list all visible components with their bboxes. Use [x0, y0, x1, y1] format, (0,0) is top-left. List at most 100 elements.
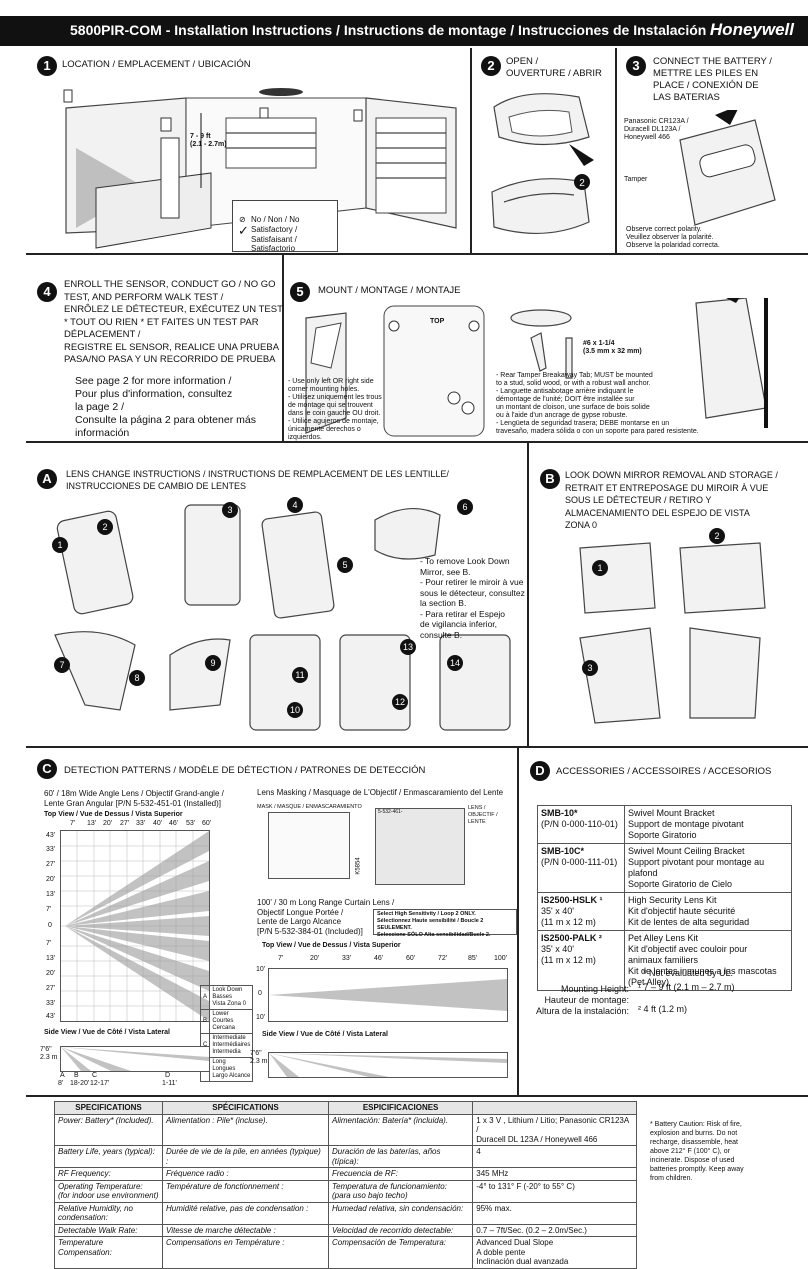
tick-label: 13' — [87, 820, 97, 827]
section-2-title: OPEN / OUVERTURE / ABRIR — [506, 56, 602, 79]
tick-label: 33' — [46, 1000, 56, 1007]
section-3-title: CONNECT THE BATTERY / METTRE LES PILES E… — [653, 56, 772, 103]
table-row: Temperature Compensation:Compensations e… — [54, 1236, 637, 1269]
side-mark-b: B — [74, 1072, 79, 1079]
tick-label: 20' — [46, 876, 56, 883]
side-val: 18-20' — [70, 1080, 90, 1087]
divider — [26, 746, 808, 748]
spec-cell: RF Frequency: — [54, 1167, 163, 1181]
tick-label: 7' — [46, 940, 52, 947]
spec-cell: Operating Temperature: (for indoor use e… — [54, 1179, 163, 1203]
spec-cell: Temperatura de funcionamiento: (para uso… — [327, 1179, 474, 1203]
spec-cell: Duración de las baterías, años (típica): — [327, 1145, 474, 1168]
table-row: Relative Humidity, no condensation:Humid… — [54, 1201, 637, 1225]
side-val: 8' — [58, 1080, 64, 1087]
side-mark-d: D — [165, 1072, 171, 1079]
tick-label: 53' — [186, 820, 196, 827]
side-mark-a: A — [60, 1072, 65, 1079]
svg-text:3: 3 — [587, 663, 592, 673]
section-a-title: LENS CHANGE INSTRUCTIONS / INSTRUCTIONS … — [66, 469, 449, 491]
spec-cell: 95% max. — [472, 1201, 637, 1225]
svg-text:11: 11 — [295, 670, 304, 680]
divider — [517, 748, 519, 1095]
side-height-label: 7'6" 2.3 m — [40, 1046, 58, 1061]
tick-label: 27' — [46, 861, 56, 868]
spec-cell: Humedad relativa, sin condensación: — [327, 1201, 474, 1225]
svg-text:7: 7 — [59, 660, 64, 670]
legend-satisfactory: Satisfactory / Satisfaisant / Satisfacto… — [251, 225, 298, 253]
side-view-label: Side View / Vue de Côté / Vista Lateral — [44, 1029, 170, 1036]
see-page-2-note: See page 2 for more information / Pour p… — [75, 375, 256, 439]
brand-logo: Honeywell — [709, 20, 794, 39]
curtain-top-view-label: Top View / Vue de Dessus / Vista Superio… — [262, 942, 401, 949]
section-1-title: LOCATION / EMPLACEMENT / UBICACIÓN — [62, 59, 251, 70]
svg-text:9: 9 — [210, 658, 215, 668]
svg-text:5: 5 — [342, 560, 347, 570]
section-badge-b: B — [540, 469, 560, 489]
tick-label: 10' — [256, 1014, 266, 1021]
tick-label: 7' — [46, 906, 52, 913]
top-marker: TOP — [430, 318, 445, 325]
spec-cell: 345 MHz — [472, 1167, 637, 1181]
tick-label: 27' — [46, 985, 56, 992]
svg-text:12: 12 — [395, 697, 405, 707]
side-val: 12-17' — [90, 1080, 110, 1087]
top-view-label: Top View / Vue de Dessus / Vista Superio… — [44, 811, 183, 818]
spec-cell: Detectable Walk Rate: — [54, 1223, 163, 1237]
mirror-removal-illustration: 1 2 3 — [579, 528, 766, 724]
side-height-label: 7'6" 2.3 m — [250, 1050, 268, 1065]
lens-change-illustration: 1 2 3 4 5 6 7 8 9 10 11 12 13 14 — [52, 497, 511, 731]
accessory-name: IS2500-HSLK ¹ — [541, 895, 603, 905]
spec-header — [472, 1101, 637, 1115]
tick-label: 43' — [46, 832, 56, 839]
sensitivity-text: Select High Sensitivity / Loop 2 ONLY. S… — [377, 911, 491, 938]
tick-label: 0 — [258, 990, 262, 997]
svg-text:1: 1 — [597, 563, 602, 573]
lens-diagram — [375, 808, 465, 885]
mounting-holes-note: - Use only left OR right side corner mou… — [288, 378, 382, 441]
mask-label: MASK / MASQUE / ENMASCARAMIENTO — [257, 804, 362, 810]
section-b-title: LOOK DOWN MIRROR REMOVAL AND STORAGE / R… — [565, 470, 778, 530]
legend-key: A — [199, 985, 211, 1010]
legend-value: Long Longues Largo Alcance — [209, 1057, 254, 1082]
svg-text:2: 2 — [714, 531, 719, 541]
table-row: Operating Temperature: (for indoor use e… — [54, 1179, 637, 1203]
mounting-height-label: Mounting Height: Hauteur de montage: Alt… — [535, 984, 629, 1016]
wide-side-pattern — [60, 1046, 210, 1072]
table-row: Detectable Walk Rate:Vitesse de marche d… — [54, 1223, 637, 1237]
accessory-desc: Swivel Mount Ceiling Bracket Support piv… — [624, 843, 792, 893]
section-c-title: DETECTION PATTERNS / MODÈLE DE DÉTECTION… — [64, 765, 426, 776]
svg-text:2: 2 — [579, 178, 585, 189]
specifications-table: SPECIFICATIONS SPÉCIFICATIONS ESPICIFICA… — [54, 1101, 637, 1269]
step-badge-5: 5 — [290, 282, 310, 302]
spec-cell: Humidité relative, pas de condensation : — [162, 1201, 329, 1225]
spec-cell: 0.7 – 7ft/Sec. (0.2 – 2.0m/Sec.) — [472, 1223, 637, 1237]
open-sensor-illustration: 2 — [491, 93, 594, 234]
legend-value: Look Down Basses Vista Zona 0 — [209, 985, 254, 1010]
step-badge-3: 3 — [626, 56, 646, 76]
spec-header: SPÉCIFICATIONS — [162, 1101, 329, 1115]
tick-label: 27' — [120, 820, 130, 827]
curtain-side-pattern — [268, 1052, 508, 1078]
accessories-table: SMB-10*(P/N 0-000-110-01) Swivel Mount B… — [537, 805, 792, 991]
tick-label: 46' — [374, 955, 384, 962]
divider — [26, 253, 808, 255]
legend-no: No / Non / No — [251, 215, 300, 224]
tick-label: 7' — [278, 955, 284, 962]
divider — [470, 48, 472, 253]
no-symbol-icon: ⊘ — [239, 215, 246, 224]
svg-text:1: 1 — [57, 540, 62, 550]
spec-cell: Alimentación: Batería* (incluida). — [327, 1113, 474, 1146]
curtain-top-pattern — [268, 968, 508, 1022]
step-badge-1: 1 — [37, 56, 57, 76]
battery-caution-note: * Battery Caution: Risk of fire, explosi… — [650, 1121, 744, 1182]
step-badge-4: 4 — [37, 282, 57, 302]
accessory-name: SMB-10* — [541, 808, 578, 818]
accessory-name: IS2500-PALK ² — [541, 933, 602, 943]
tick-label: 72' — [438, 955, 448, 962]
accessory-desc: Swivel Mount Bracket Support de montage … — [624, 805, 792, 844]
step-badge-2: 2 — [481, 56, 501, 76]
k-part-number: K5854 — [355, 857, 362, 875]
spec-header: SPECIFICATIONS — [54, 1101, 163, 1115]
section-badge-a: A — [37, 469, 57, 489]
